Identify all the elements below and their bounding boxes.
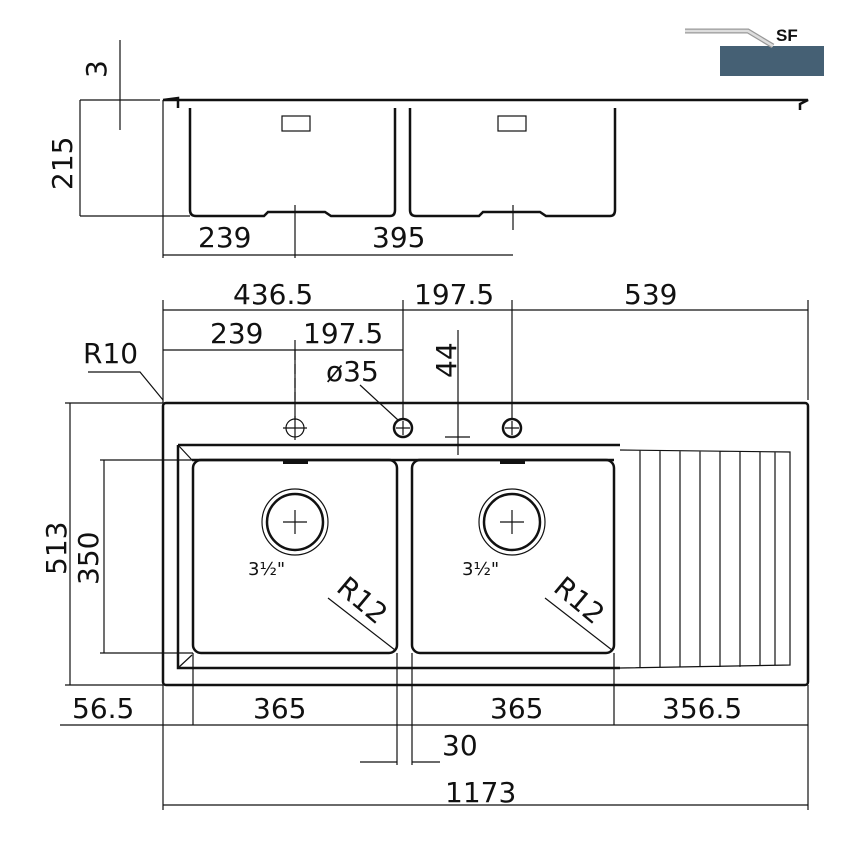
waste-icon: [261, 488, 546, 556]
width-dim: 513: [40, 522, 73, 575]
hole-diameter: ø35: [326, 355, 379, 388]
dim-365-left: 365: [253, 692, 306, 725]
dim-197-5: 197.5: [303, 317, 383, 350]
total-length: 1173: [445, 776, 516, 809]
side-view: 3 215 239 395: [46, 40, 809, 258]
dim-56-5: 56.5: [72, 692, 134, 725]
sf-swatch: [720, 46, 824, 76]
waste-size-right: 3½": [462, 559, 499, 580]
dim-239: 239: [210, 317, 263, 350]
corner-radius: R10: [83, 337, 138, 370]
dim-539: 539: [624, 278, 677, 311]
depth-dim: 215: [46, 137, 79, 190]
sf-legend: SF: [685, 26, 824, 76]
divider-dim: 30: [442, 729, 478, 762]
side-spacing-dim: 395: [372, 221, 425, 254]
bowl-radius-right: R12: [548, 570, 611, 631]
dim-197-5-top: 197.5: [414, 278, 494, 311]
dim-436-5: 436.5: [233, 278, 313, 311]
bowl-depth-dim: 350: [72, 532, 105, 585]
thickness-dim: 3: [80, 60, 113, 78]
waste-size-left: 3½": [248, 559, 285, 580]
dim-356-5: 356.5: [662, 692, 742, 725]
hole-offset: 44: [430, 342, 463, 378]
tap-hole-icon: [283, 416, 523, 440]
top-view: 3½" 3½" R12 R12 436.5 197.5 539 239 197.…: [40, 278, 810, 810]
drainer-ribs: [619, 449, 791, 669]
dim-365-right: 365: [490, 692, 543, 725]
side-offset-dim: 239: [198, 221, 251, 254]
sf-label: SF: [776, 26, 798, 45]
bowl-radius-left: R12: [331, 570, 394, 631]
